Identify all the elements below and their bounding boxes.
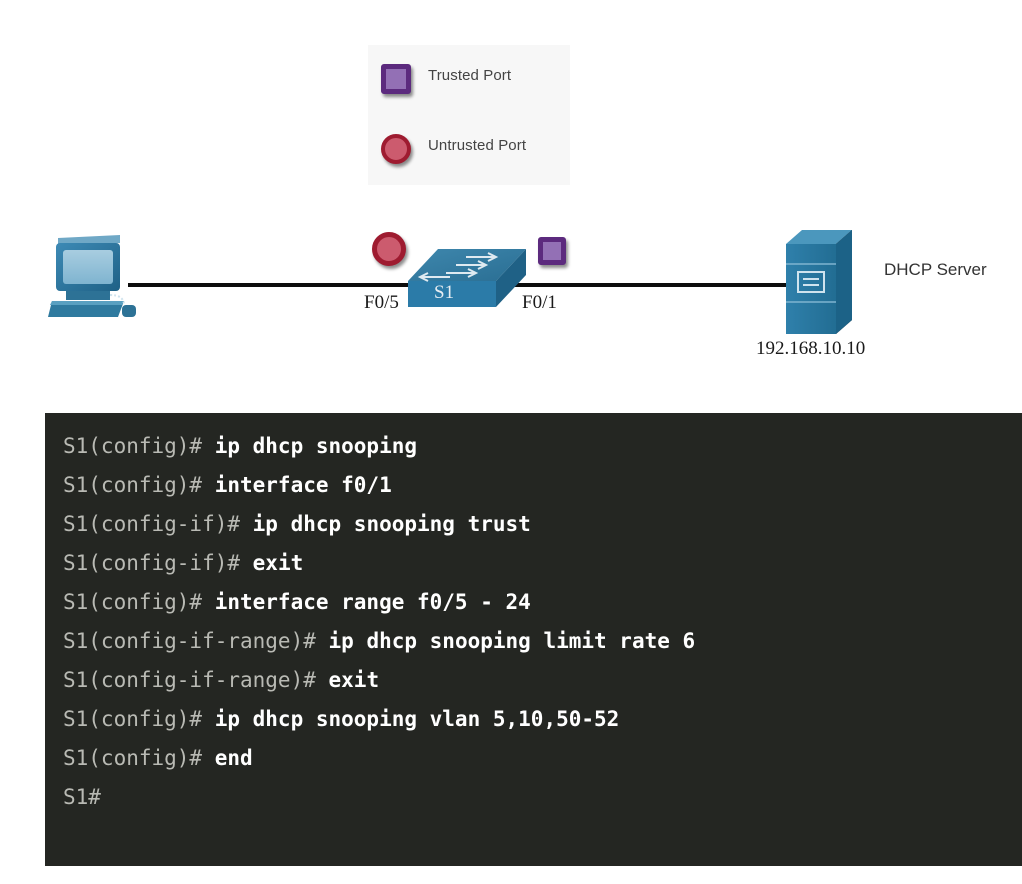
terminal-prompt: S1(config-if)# — [63, 551, 253, 575]
terminal-prompt: S1(config)# — [63, 707, 215, 731]
server-name-label: DHCP Server — [884, 260, 987, 279]
terminal-prompt: S1# — [63, 785, 101, 809]
terminal-line: S1(config)# interface f0/1 — [63, 466, 1022, 505]
terminal-line: S1(config)# interface range f0/5 - 24 — [63, 583, 1022, 622]
terminal-command: ip dhcp snooping trust — [252, 512, 531, 536]
terminal-command: exit — [252, 551, 304, 575]
switch-icon — [408, 247, 528, 315]
server-icon — [786, 230, 852, 334]
terminal-prompt: S1(config-if-range)# — [63, 629, 329, 653]
terminal-command: ip dhcp snooping — [214, 434, 418, 458]
terminal-command: ip dhcp snooping vlan 5,10,50-52 — [214, 707, 620, 731]
port-label-f05: F0/5 — [364, 292, 399, 313]
red-circle-icon — [381, 134, 411, 164]
legend-panel: Trusted Port Untrusted Port — [368, 45, 570, 185]
terminal-line: S1(config-if)# exit — [63, 544, 1022, 583]
terminal-prompt: S1(config-if)# — [63, 512, 253, 536]
terminal-line: S1# — [63, 778, 1022, 817]
terminal-prompt: S1(config)# — [63, 590, 215, 614]
terminal-prompt: S1(config)# — [63, 434, 215, 458]
port-marker-trusted-icon — [538, 237, 566, 265]
legend-item-trusted-port: Trusted Port — [368, 61, 570, 107]
network-topology-diagram: F0/5 F0/1 S1 DHCP Ser — [0, 200, 1022, 390]
port-marker-untrusted-icon — [372, 232, 406, 266]
terminal-line: S1(config-if)# ip dhcp snooping trust — [63, 505, 1022, 544]
terminal-command: ip dhcp snooping limit rate 6 — [328, 629, 696, 653]
terminal-line: S1(config-if-range)# ip dhcp snooping li… — [63, 622, 1022, 661]
server-ip-label: 192.168.10.10 — [756, 338, 866, 359]
terminal-command: exit — [328, 668, 380, 692]
legend-item-untrusted-port: Untrusted Port — [368, 131, 570, 177]
terminal-prompt: S1(config-if-range)# — [63, 668, 329, 692]
terminal-console[interactable]: S1(config)# ip dhcp snooping S1(config)#… — [45, 413, 1022, 866]
terminal-command: interface range f0/5 - 24 — [214, 590, 531, 614]
desktop-computer-icon — [48, 233, 140, 323]
switch-name-label: S1 — [434, 282, 455, 303]
terminal-line: S1(config-if-range)# exit — [63, 661, 1022, 700]
terminal-line: S1(config)# end — [63, 739, 1022, 778]
terminal-command: interface f0/1 — [214, 473, 392, 497]
port-label-f01: F0/1 — [522, 292, 557, 313]
legend-label-trusted: Trusted Port — [428, 67, 512, 84]
terminal-command: end — [214, 746, 253, 770]
purple-square-icon — [381, 64, 411, 94]
terminal-prompt: S1(config)# — [63, 746, 215, 770]
legend-label-untrusted: Untrusted Port — [428, 137, 527, 154]
terminal-prompt: S1(config)# — [63, 473, 215, 497]
terminal-line: S1(config)# ip dhcp snooping vlan 5,10,5… — [63, 700, 1022, 739]
terminal-line: S1(config)# ip dhcp snooping — [63, 427, 1022, 466]
